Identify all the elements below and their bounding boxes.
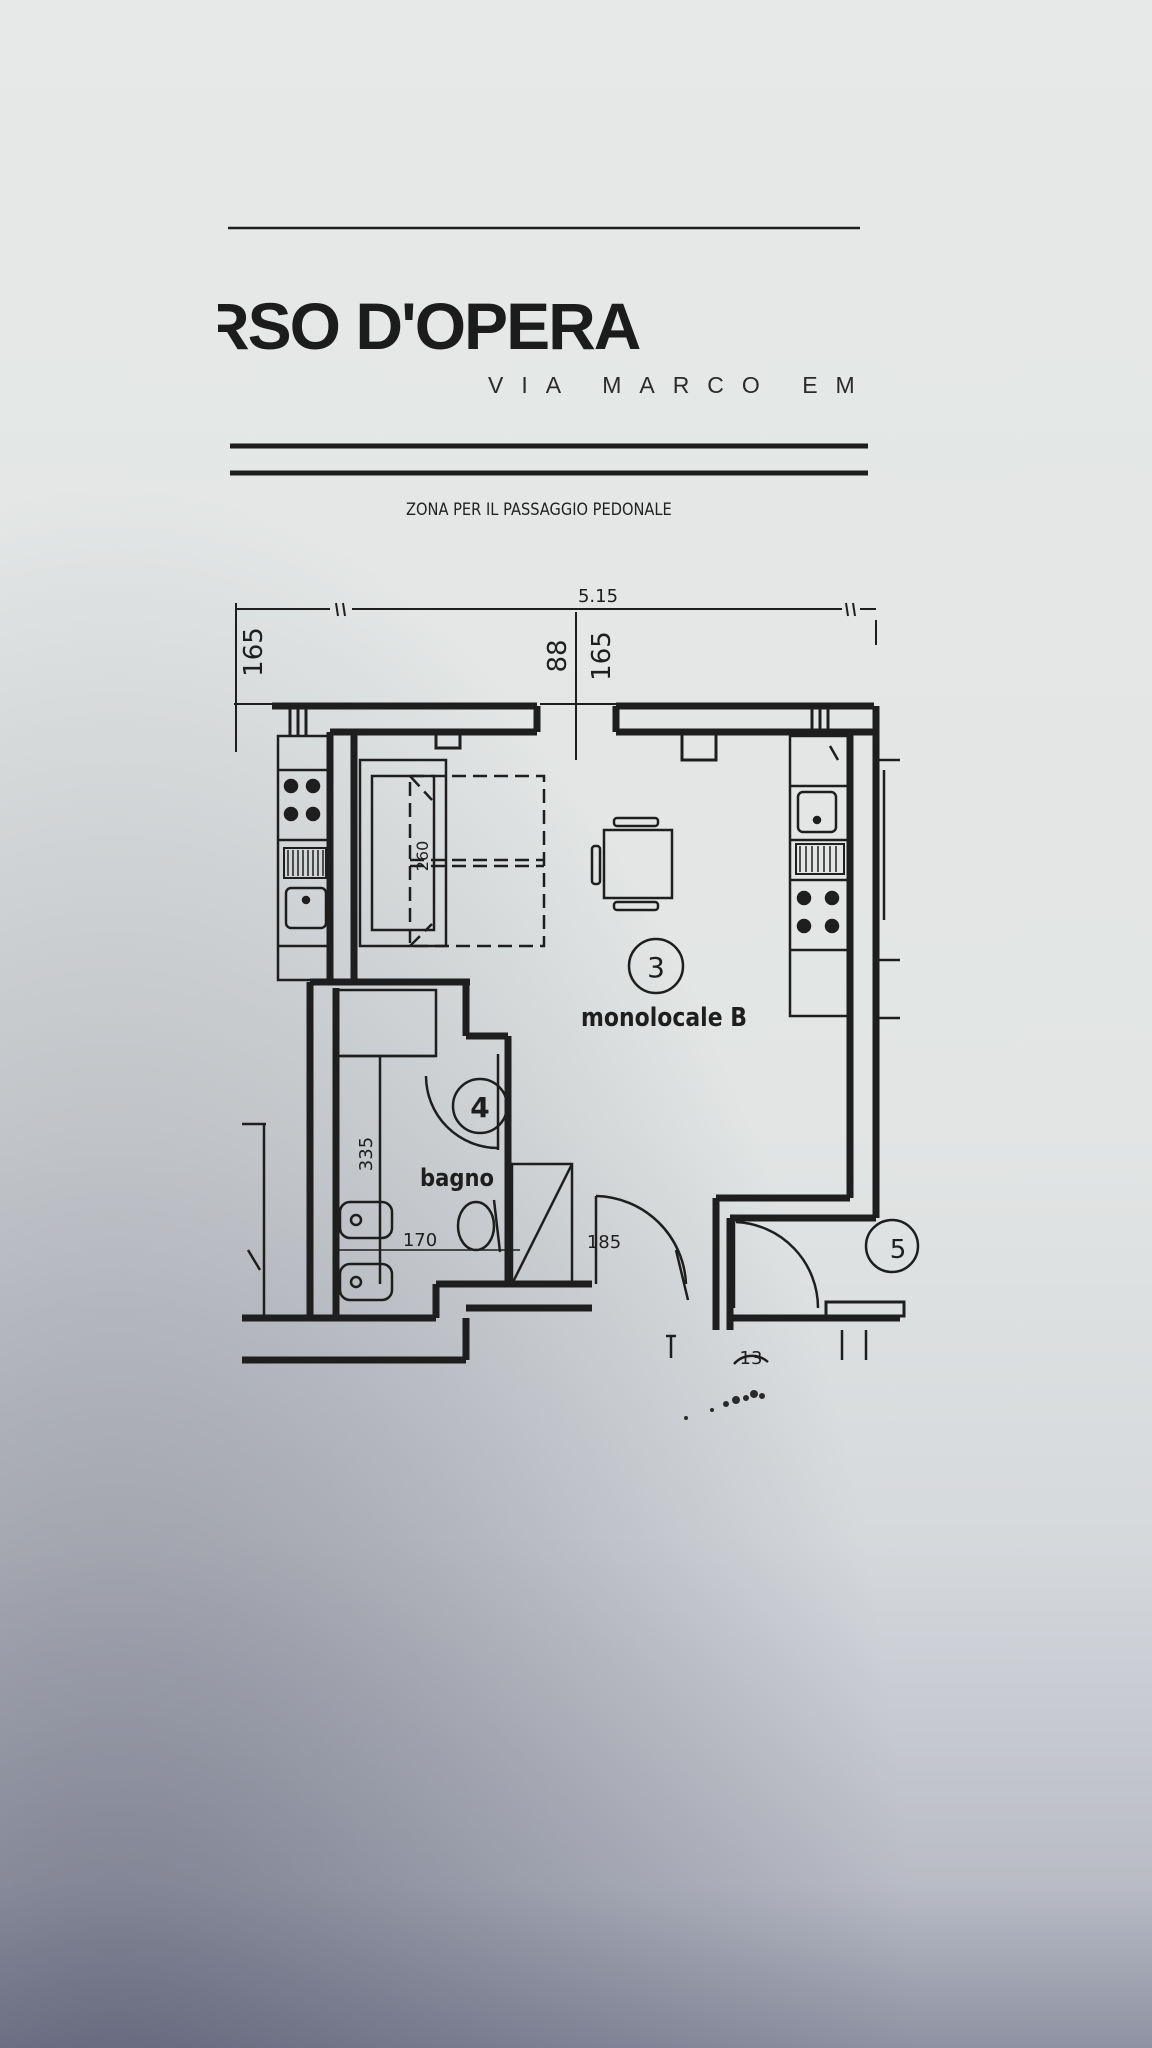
room-3-name: monolocale B: [581, 1003, 747, 1033]
left-edge-fragment: [242, 1122, 266, 1318]
right-edge-fragment: [666, 758, 900, 1360]
left-kitchenette: [276, 734, 332, 982]
pedestrian-zone-label: ZONA PER IL PASSAGGIO PEDONALE: [406, 500, 672, 520]
technical-shaft: [510, 1162, 574, 1286]
street-subtitle: VIA MARCO EM: [488, 372, 858, 398]
dim-bed: 260: [413, 841, 432, 872]
dim-center-depth: 165: [587, 631, 617, 681]
niche-2: [680, 730, 718, 762]
room-3-circle: [627, 937, 685, 995]
right-kitchenette: [788, 734, 852, 1018]
dim-corridor: 185: [587, 1232, 621, 1253]
wall-hatch: [288, 704, 830, 736]
neighbour-door: [732, 1220, 906, 1318]
dim-left-depth: 165: [239, 627, 269, 677]
dim-width-top: 5.15: [578, 586, 618, 607]
niche-1: [434, 730, 462, 750]
project-title: RSO D'OPERA: [218, 289, 641, 363]
room-4-number: 4: [470, 1091, 489, 1124]
room-3-number: 3: [647, 951, 665, 984]
bathroom-fixtures: [336, 988, 520, 1302]
room-13-circle: [733, 1354, 769, 1365]
dim-center-gap: 88: [543, 639, 573, 672]
dim-bath-width: 170: [403, 1230, 437, 1251]
dim-bath-height: 335: [356, 1137, 377, 1171]
room-5-circle: [864, 1218, 920, 1274]
ink-smudge: [684, 1390, 765, 1420]
sofa-bed: [358, 758, 546, 948]
room-13-number: 13: [740, 1348, 763, 1369]
room-5-number: 5: [890, 1235, 907, 1265]
entrance-door: [594, 1194, 690, 1301]
room-4-name: bagno: [420, 1164, 494, 1192]
dining-table: [590, 816, 674, 912]
room-4-circle: [451, 1077, 509, 1135]
